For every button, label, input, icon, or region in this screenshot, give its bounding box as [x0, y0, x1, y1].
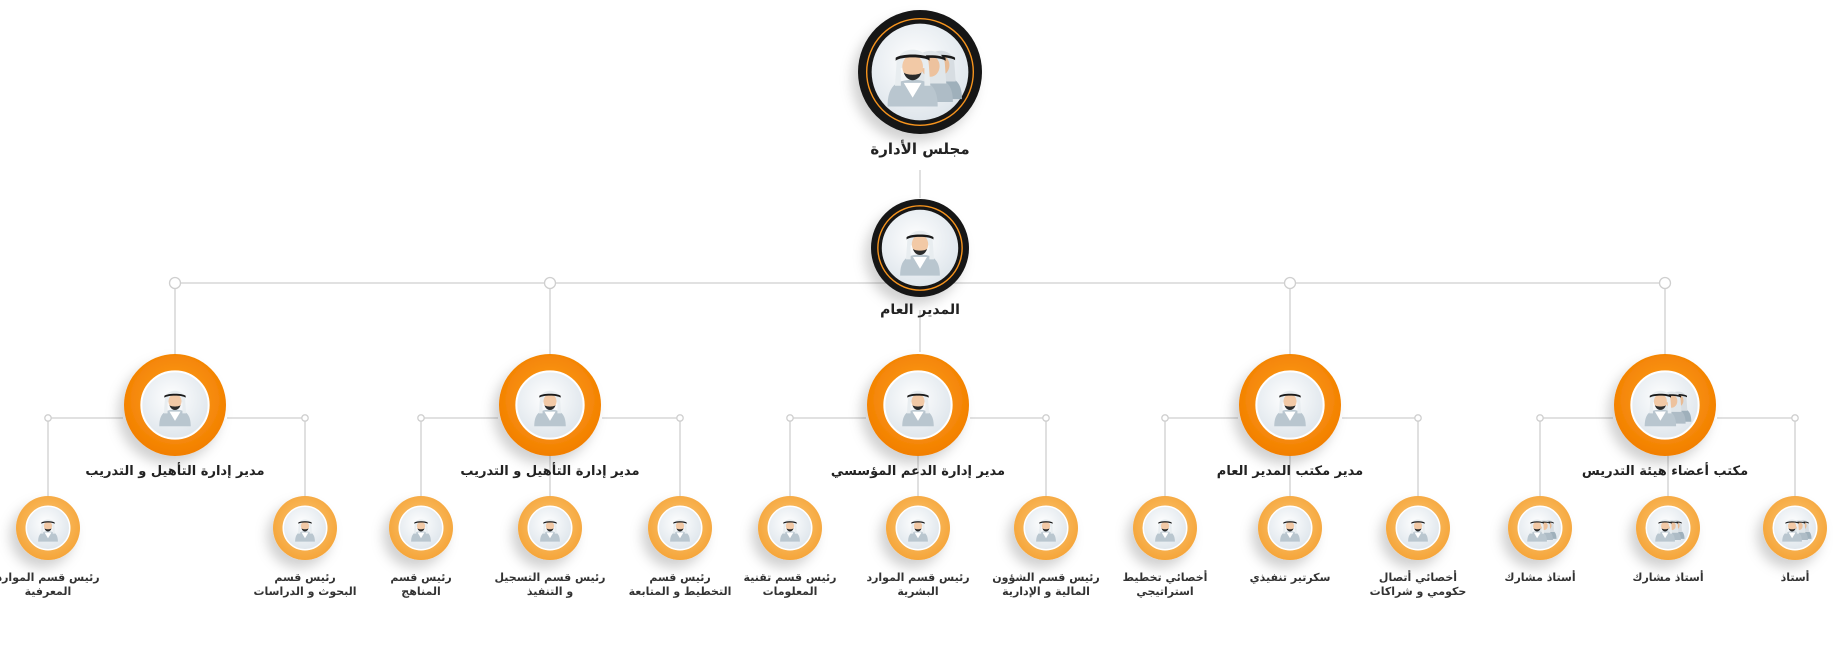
section-label-line1: رئيس قسم الموارد	[866, 571, 969, 584]
section-node	[648, 496, 712, 560]
department-label: مدير إدارة التأهيل و التدريب	[460, 462, 639, 479]
section-label-line2: البشرية	[897, 585, 938, 598]
child-connector-node	[786, 414, 794, 422]
section-label-line1: رئيس قسم الموارد	[0, 571, 100, 584]
group-person-icon	[1782, 519, 1812, 542]
group-person-icon	[887, 49, 962, 107]
section-label-line2: المعلومات	[763, 585, 818, 598]
section-label-line2: استراتيجي	[1136, 585, 1193, 598]
child-connector-node	[1161, 414, 1169, 422]
section-node	[518, 496, 582, 560]
section-node	[1386, 496, 1450, 560]
department-label: مدير إدارة التأهيل و التدريب	[85, 462, 264, 479]
section-label-line2: و التنفيذ	[527, 585, 573, 598]
branch-node	[543, 276, 557, 290]
section-node	[1014, 496, 1078, 560]
department-node	[1614, 354, 1716, 456]
section-label-line2: حكومي و شراكات	[1370, 585, 1467, 598]
section-label-line2: التخطيط و المتابعة	[629, 585, 732, 598]
section-label-line1: رئيس قسم تقنية	[744, 571, 837, 584]
section-label-line1: رئيس قسم	[274, 571, 335, 584]
child-connector-node	[44, 414, 52, 422]
connector-lines	[44, 170, 1799, 497]
section-label-line1: سكرتير تنفيذي	[1250, 571, 1331, 584]
child-connector-node	[1042, 414, 1050, 422]
section-label-line1: أستاذ	[1781, 570, 1810, 584]
section-node	[1508, 496, 1572, 560]
branch-node	[1283, 276, 1297, 290]
child-connector-node	[417, 414, 425, 422]
department-label: مدير إدارة الدعم المؤسسي	[831, 464, 1005, 479]
child-connector-node	[1791, 414, 1799, 422]
group-person-icon	[1644, 390, 1692, 427]
group-person-icon	[1655, 519, 1685, 542]
child-connector-node	[301, 414, 309, 422]
section-node	[1763, 496, 1827, 560]
branch-node	[1658, 276, 1672, 290]
section-label-line2: المعرفية	[25, 585, 72, 598]
section-node	[16, 496, 80, 560]
section-node	[1636, 496, 1700, 560]
section-node	[1258, 496, 1322, 560]
general-manager-node	[871, 199, 969, 297]
department-node	[867, 354, 969, 456]
section-label-line2: المناهج	[401, 585, 440, 598]
section-label-line1: أخصائي تخطيط	[1123, 570, 1208, 584]
section-label-line1: أستاذ مشارك	[1504, 570, 1575, 584]
section-label-line1: رئيس قسم	[390, 571, 451, 584]
section-label-line1: رئيس قسم	[649, 571, 710, 584]
org-nodes	[16, 10, 1827, 560]
general-manager-label: المدير العام	[880, 302, 960, 318]
section-node	[886, 496, 950, 560]
department-node	[1239, 354, 1341, 456]
board-label: مجلس الأدارة	[870, 140, 969, 158]
section-node	[758, 496, 822, 560]
child-connector-node	[676, 414, 684, 422]
org-labels: مجلس الأدارة المدير العام مدير إدارة التأه…	[0, 140, 1809, 598]
group-person-icon	[1527, 519, 1557, 542]
section-node	[273, 496, 337, 560]
department-label: مكتب أعضاء هيئة التدريس	[1582, 462, 1748, 479]
department-node	[499, 354, 601, 456]
section-node	[1133, 496, 1197, 560]
child-connector-node	[1536, 414, 1544, 422]
department-label: مدير مكتب المدير العام	[1217, 464, 1363, 479]
section-label-line1: أخصائي أتصال	[1379, 570, 1457, 584]
section-label-line2: المالية و الإدارية	[1002, 585, 1090, 598]
section-label-line1: رئيس قسم الشؤون	[992, 571, 1099, 584]
child-connector-node	[1414, 414, 1422, 422]
section-node	[389, 496, 453, 560]
section-label-line1: رئيس قسم التسجيل	[494, 571, 605, 584]
branch-node	[168, 276, 182, 290]
board-node	[858, 10, 982, 134]
section-label-line2: البحوث و الدراسات	[253, 585, 356, 598]
section-label-line1: أستاذ مشارك	[1632, 570, 1703, 584]
department-node	[124, 354, 226, 456]
